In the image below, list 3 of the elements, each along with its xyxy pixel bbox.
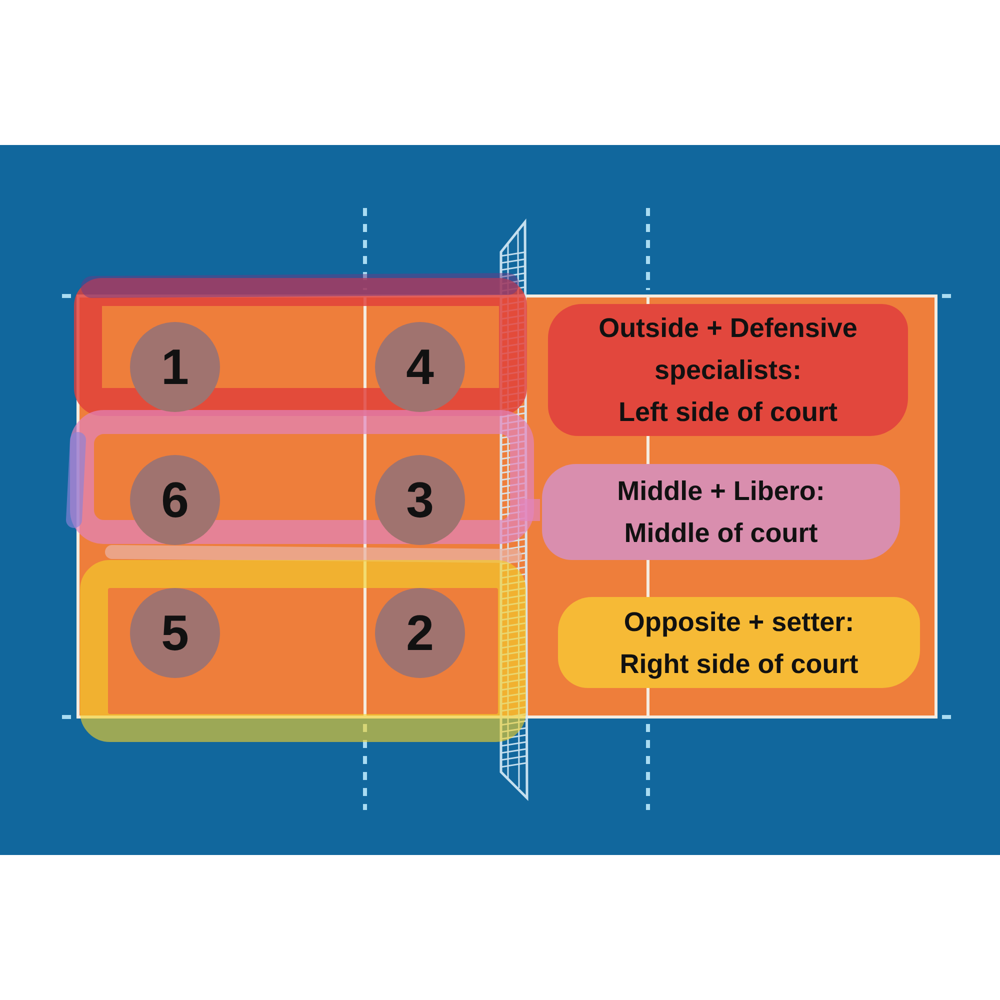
highlighted-role-note: Middle + Libero: Middle of court bbox=[542, 464, 900, 560]
highlighted-role-note: Outside + Defensive specialists: Left side of court bbox=[548, 304, 908, 436]
highlighted-role-note: Opposite + setter: Right side of court bbox=[558, 597, 920, 688]
